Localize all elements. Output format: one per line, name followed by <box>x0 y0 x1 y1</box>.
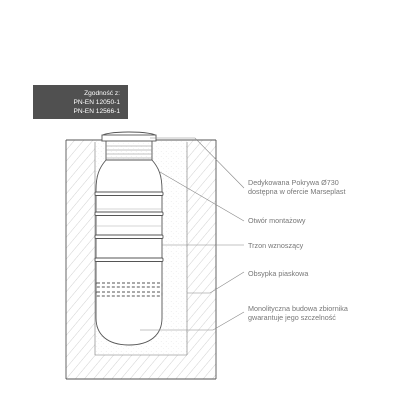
label-riser: Trzon wznoszący <box>248 241 304 250</box>
label-monolithic: Monolityczna budowa zbiornika gwarantuje… <box>248 304 348 322</box>
tank-body <box>95 159 163 346</box>
compliance-standard: PN-EN 12050-1 <box>73 98 120 106</box>
tank-bottom-ribs <box>95 282 163 297</box>
callout-lines <box>140 137 245 331</box>
compliance-standard: PN-EN 12566-1 <box>73 107 120 115</box>
tank-ribs <box>94 191 164 262</box>
compliance-heading: Zgodność z: <box>84 89 120 97</box>
label-sand-backfill: Obsypka piaskowa <box>248 269 309 278</box>
tank <box>94 131 164 346</box>
label-cover: Dedykowana Pokrywa Ø730 dostępna w oferc… <box>248 178 346 196</box>
compliance-badge: Zgodność z: PN-EN 12050-1 PN-EN 12566-1 <box>33 85 128 119</box>
tank-neck <box>105 141 153 160</box>
label-mounting-hole: Otwór montażowy <box>248 216 306 225</box>
mounting-hole-marks <box>96 208 162 227</box>
